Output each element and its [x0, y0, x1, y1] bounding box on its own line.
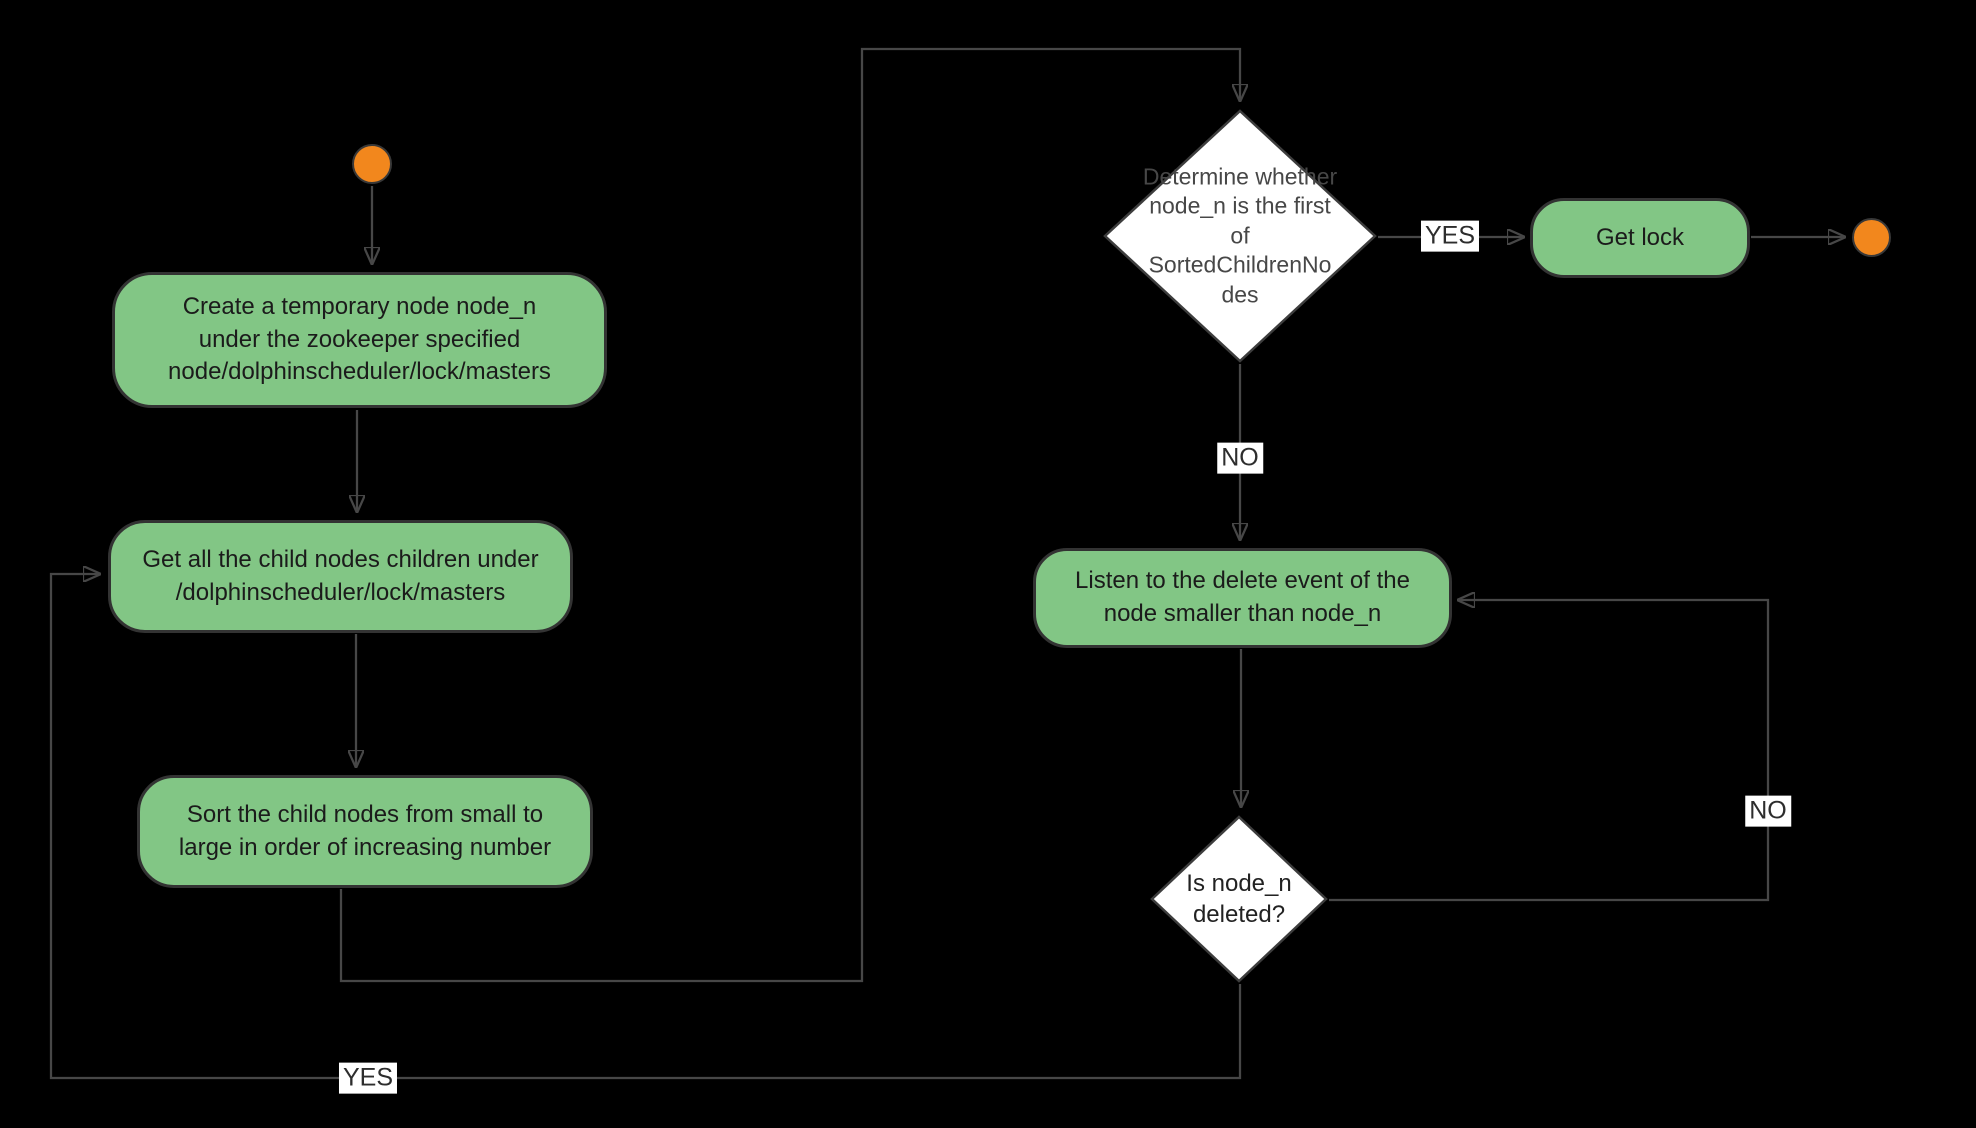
create-temporary-node-box: Create a temporary node node_n under the…: [112, 272, 607, 408]
get-lock-label: Get lock: [1595, 223, 1685, 251]
start-node: [352, 144, 392, 184]
is-node-deleted-decision: Is node_n deleted?: [1150, 815, 1328, 983]
get-lock-box: Get lock: [1530, 198, 1750, 278]
edge-deleted-decision-yes-loop: [49, 574, 1242, 1080]
first-of-sorted-children-decision: Determine whether node_n is the first of…: [1103, 109, 1377, 363]
first-of-sorted-children-label: Determine whether node_n is the first of…: [1142, 163, 1338, 308]
listen-delete-event-box: Listen to the delete event of the node s…: [1033, 548, 1452, 648]
end-node: [1852, 218, 1891, 257]
decision-diamond-shape: [1150, 815, 1328, 983]
diamond-polygon: [1103, 109, 1377, 363]
decision-diamond-shape: [1103, 109, 1377, 363]
first-decision-yes-label: YES: [1420, 220, 1480, 252]
get-child-nodes-label: Get all the child nodes children under /…: [142, 545, 539, 606]
get-child-nodes-box: Get all the child nodes children under /…: [108, 520, 573, 633]
create-temporary-node-label: Create a temporary node node_n under the…: [168, 293, 551, 386]
diamond-polygon: [1150, 815, 1328, 983]
sort-child-nodes-label: Sort the child nodes from small to large…: [178, 800, 552, 861]
sort-child-nodes-box: Sort the child nodes from small to large…: [137, 775, 593, 888]
first-decision-no-label: NO: [1217, 442, 1263, 474]
deleted-decision-no-label: NO: [1745, 795, 1791, 827]
edge-deleted-decision-no-loop: [1329, 600, 1770, 902]
is-node-deleted-label: Is node_n deleted?: [1186, 869, 1292, 928]
listen-delete-event-label: Listen to the delete event of the node s…: [1075, 567, 1410, 627]
edge-sort-to-first-decision: [339, 47, 1240, 983]
deleted-decision-yes-label: YES: [338, 1062, 398, 1094]
